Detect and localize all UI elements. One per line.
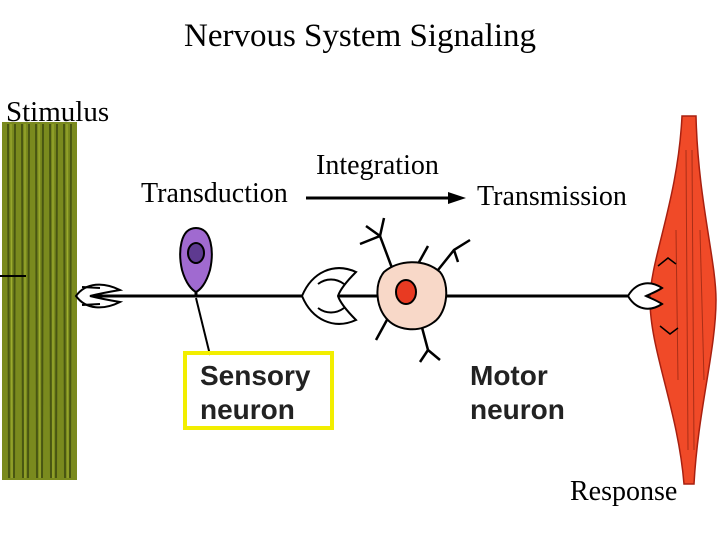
neuromuscular-junction bbox=[626, 115, 717, 485]
response-label: Response bbox=[570, 476, 678, 507]
motor-neuron-cell bbox=[359, 217, 471, 363]
muscle-fiber bbox=[649, 115, 717, 485]
sensory-neuron-cell bbox=[179, 226, 213, 356]
stimulus-label: Stimulus bbox=[6, 96, 110, 128]
transduction-label: Transduction bbox=[141, 178, 288, 209]
sensory-neuron-label-line2: neuron bbox=[200, 394, 295, 425]
integration-arrow bbox=[306, 192, 466, 204]
transmission-label: Transmission bbox=[477, 181, 627, 212]
page-title: Nervous System Signaling bbox=[184, 18, 536, 54]
sensory-neuron-label-line1: Sensory bbox=[200, 360, 311, 391]
stimulus-tissue bbox=[0, 122, 77, 480]
motor-neuron-label-line2: neuron bbox=[470, 394, 565, 425]
synapse-sensory bbox=[300, 267, 358, 325]
sensory-neuron-highlight-box bbox=[183, 351, 334, 430]
sensory-ending bbox=[74, 283, 124, 309]
motor-neuron-label-line1: Motor bbox=[470, 360, 548, 391]
integration-label: Integration bbox=[316, 150, 439, 181]
